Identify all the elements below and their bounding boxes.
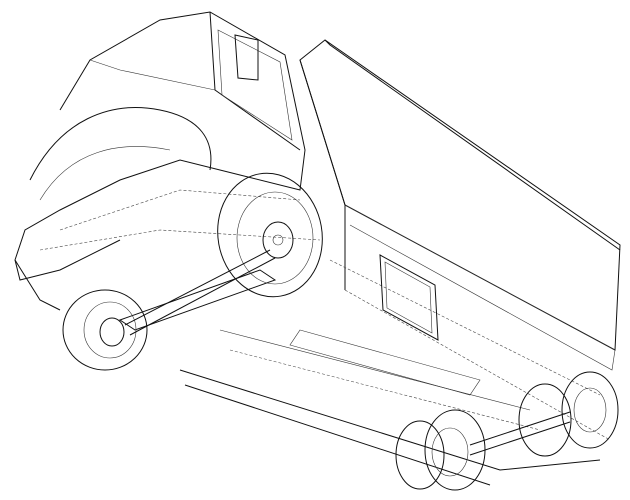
front-axle [124,249,276,336]
rear-wheels [395,371,619,491]
front-wheel-right [217,172,323,298]
front-wheel-left [62,289,148,371]
cab [14,11,321,311]
cargo-box [299,39,621,441]
chassis [118,269,601,486]
